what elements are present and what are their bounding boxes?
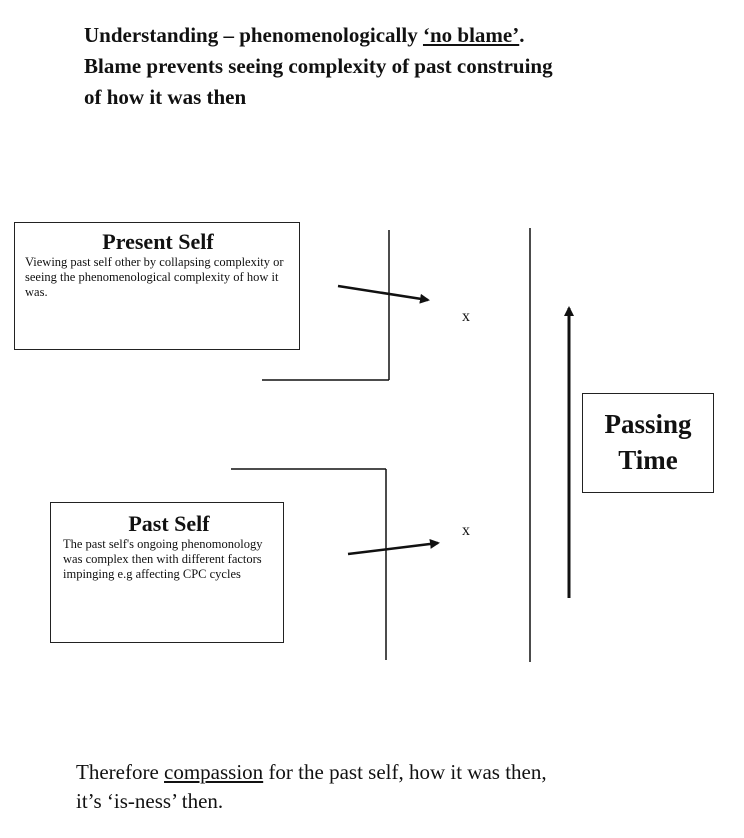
passing-time-line-1: Passing <box>604 409 692 439</box>
header-line-3: of how it was then <box>84 85 247 109</box>
present-self-body: Viewing past self other by collapsing co… <box>25 255 284 299</box>
present-self-arrow <box>337 284 430 304</box>
compassion-underlined: compassion <box>164 760 264 784</box>
past-self-box: Past Self The past self's ongoing phenom… <box>50 502 284 643</box>
footer-text: Therefore compassion for the past self, … <box>76 758 716 816</box>
header-line-1: Understanding – phenomenologically ‘no b… <box>84 20 724 51</box>
footer-line-1: Therefore compassion for the past self, … <box>76 760 547 784</box>
header-line-2: Blame prevents seeing complexity of past… <box>84 54 553 78</box>
past-self-arrow <box>347 539 440 556</box>
footer-line-2: it’s ‘is-ness’ then. <box>76 789 224 813</box>
present-self-box: Present Self Viewing past self other by … <box>14 222 300 350</box>
header-text: Understanding – phenomenologically ‘no b… <box>84 20 724 113</box>
footer-line-1-post: for the past self, how it was then, <box>263 760 547 784</box>
upper-x-marker: x <box>462 308 470 325</box>
lower-x-marker: x <box>462 522 470 539</box>
footer-line-1-pre: Therefore <box>76 760 165 784</box>
past-self-title: Past Self <box>128 511 210 536</box>
header-line-1-text: Understanding – phenomenologically <box>84 23 423 47</box>
passing-time-box: Passing Time <box>582 393 714 493</box>
past-self-body: The past self's ongoing phenomonology wa… <box>63 537 263 581</box>
present-self-title: Present Self <box>102 229 214 254</box>
no-blame-underlined: ‘no blame’ <box>422 23 520 47</box>
passing-time-line-2: Time <box>618 445 678 475</box>
header-line-1-period: . <box>519 23 525 47</box>
